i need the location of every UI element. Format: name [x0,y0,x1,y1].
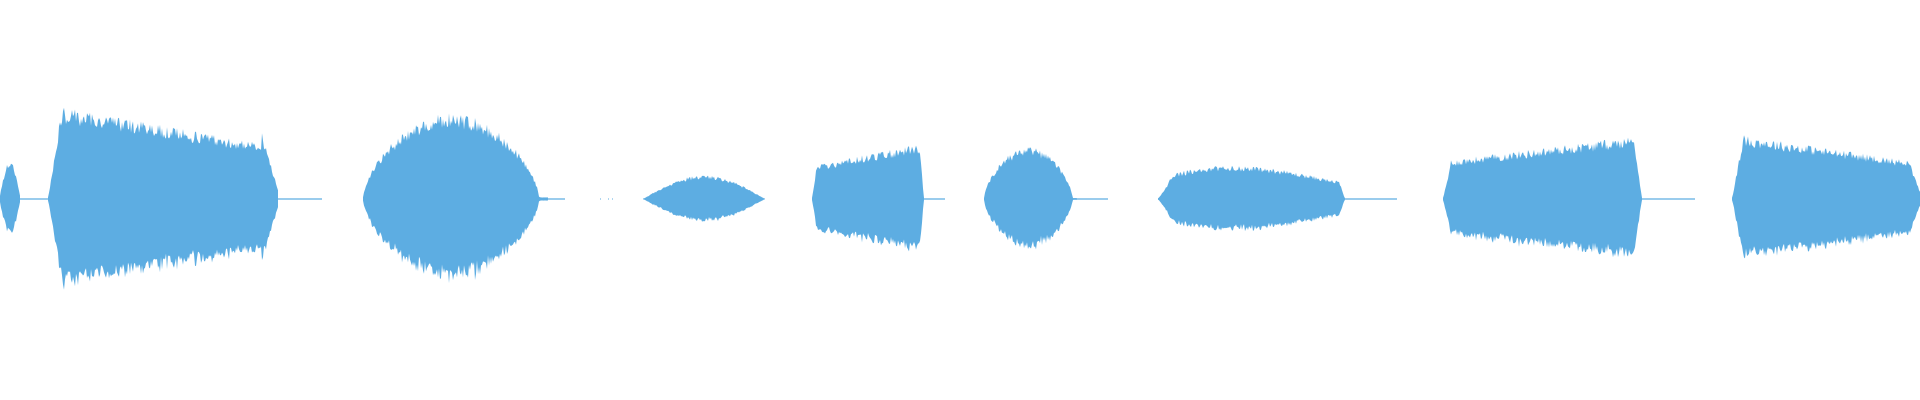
waveform-segment-3 [363,113,548,284]
waveform-segment-9 [1732,135,1920,259]
waveform-segments-group [0,107,1920,290]
waveform-segment-1 [0,163,20,233]
waveform-segment-4 [643,175,765,222]
waveform-segment-7 [1158,165,1345,232]
waveform-segment-2 [48,107,278,290]
waveform-segment-5 [812,145,924,252]
waveform-segment-8 [1443,137,1642,258]
waveform-segment-6 [984,147,1077,250]
